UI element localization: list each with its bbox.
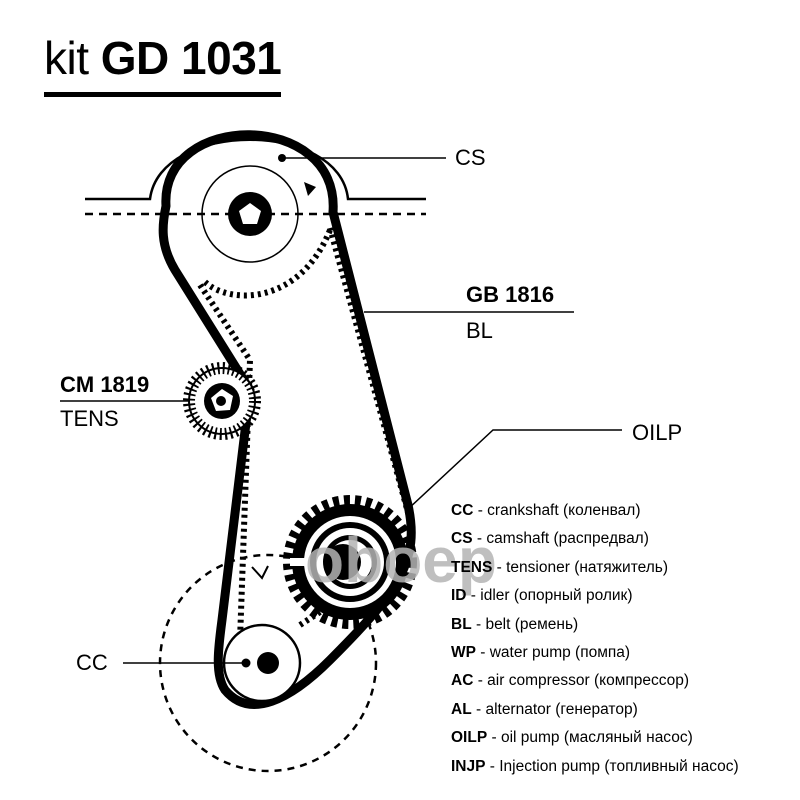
oil-pump-pulley	[283, 495, 417, 629]
timing-belt	[158, 130, 416, 709]
belt-part-number: GB 1816	[466, 282, 555, 307]
legend-item: WP - water pump (помпа)	[451, 644, 631, 662]
legend-item: INJP - Injection pump (топливный насос)	[451, 757, 739, 775]
legend-item: TENS - tensioner (натяжитель)	[451, 558, 669, 576]
belt-abbr-label: BL	[466, 318, 493, 343]
tensioner-abbr-label: TENS	[60, 406, 119, 431]
legend-item: AL - alternator (генератор)	[451, 700, 638, 718]
camshaft-pulley	[201, 154, 316, 263]
cylinder-head-outline	[85, 138, 426, 201]
oilp-leader-line	[406, 429, 622, 511]
abbreviation-legend: CC - crankshaft (коленвал) CS - camshaft…	[451, 497, 739, 781]
legend-item: BL - belt (ремень)	[451, 615, 579, 633]
rotation-arrow-icon	[304, 182, 316, 196]
cs-label: CS	[455, 145, 486, 170]
crankshaft-label: CC	[76, 650, 108, 675]
watermark: oboep	[305, 524, 497, 596]
oil-pump-label: OILP	[632, 420, 683, 445]
kit-title: kit GD 1031	[44, 30, 282, 97]
tensioner-pulley	[183, 362, 261, 440]
kit-code: GD 1031	[100, 32, 282, 84]
legend-item: AC - air compressor (компрессор)	[451, 672, 690, 690]
timing-mark-icon	[251, 565, 269, 580]
title-prefix: kit	[44, 32, 89, 84]
legend-item: ID - idler (опорный ролик)	[451, 587, 633, 605]
legend-item: CS - camshaft (распредвал)	[451, 530, 649, 548]
tensioner-part-number: CM 1819	[60, 372, 150, 397]
legend-item: OILP - oil pump (масляный насос)	[451, 729, 693, 747]
legend-item: CC - crankshaft (коленвал)	[451, 502, 641, 519]
